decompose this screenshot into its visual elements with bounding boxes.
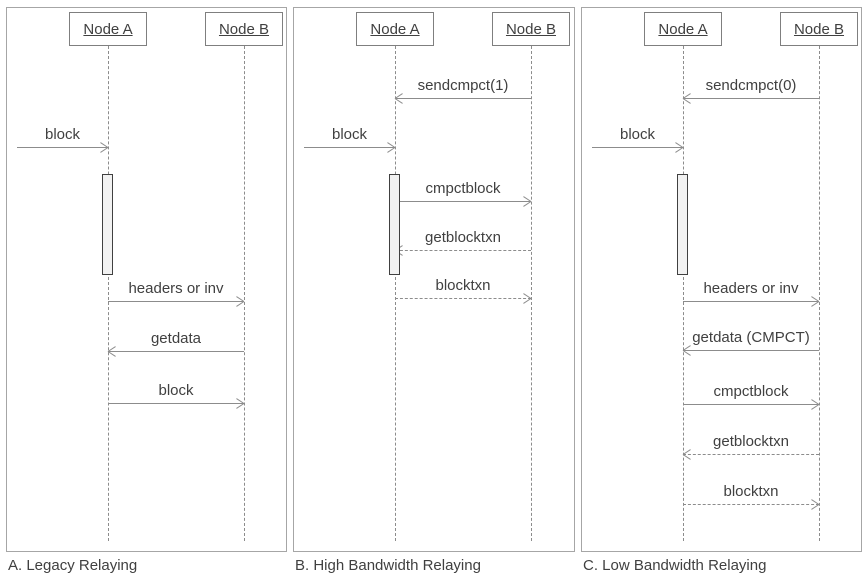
sequence-panels-row: Node A Node B block headers or inv getdata bl… [6,7,867,574]
sequence-panel-high-bandwidth: Node A Node B sendcmpct(1) block cmpctblock g… [293,7,575,552]
message-line [395,98,531,99]
message-line [683,350,819,351]
panel-wrap-legacy: Node A Node B block headers or inv getdata bl… [6,7,287,574]
message-line [592,147,683,148]
message-label: getblocktxn [425,229,501,246]
message-line [395,298,531,299]
message-line [108,403,244,404]
sequence-panel-legacy: Node A Node B block headers or inv getdata bl… [6,7,287,552]
activation-bar [677,174,688,275]
message-label: sendcmpct(0) [705,77,797,94]
activation-bar [389,174,400,275]
message-line [683,504,819,505]
message-line [304,147,395,148]
panel-wrap-high-bandwidth: Node A Node B sendcmpct(1) block cmpctblock g… [293,7,575,574]
message-line [108,301,244,302]
actor-label: Node A [658,20,708,38]
lifeline-node-a [395,46,396,541]
actor-label: Node A [83,20,133,38]
message-label: cmpctblock [713,383,789,400]
message-label: blocktxn [723,483,779,500]
actor-label: Node B [505,20,557,38]
actor-box-node-b: Node B [780,12,858,46]
message-label: block [44,126,81,143]
sequence-panel-low-bandwidth: Node A Node B sendcmpct(0) block headers or … [581,7,862,552]
message-line [683,98,819,99]
actor-label: Node B [218,20,270,38]
lifeline-node-b [244,46,245,541]
actor-box-node-a: Node A [69,12,147,46]
message-label: block [331,126,368,143]
panel-wrap-low-bandwidth: Node A Node B sendcmpct(0) block headers or … [581,7,862,574]
actor-box-node-b: Node B [492,12,570,46]
message-line [683,404,819,405]
lifeline-node-a [108,46,109,541]
actor-label: Node B [793,20,845,38]
message-line [395,250,531,251]
message-label: sendcmpct(1) [417,77,509,94]
message-label: blocktxn [435,277,491,294]
message-label: headers or inv [703,280,799,297]
actor-box-node-a: Node A [644,12,722,46]
message-line [395,201,531,202]
actor-box-node-a: Node A [356,12,434,46]
message-line [17,147,108,148]
message-line [108,351,244,352]
actor-label: Node A [370,20,420,38]
lifeline-node-b [531,46,532,541]
message-label: block [619,126,656,143]
message-label: getblocktxn [713,433,789,450]
activation-bar [102,174,113,275]
panel-caption-legacy: A. Legacy Relaying [8,557,138,574]
lifeline-node-a [683,46,684,541]
message-label: block [158,382,194,399]
lifeline-node-b [819,46,820,541]
message-label: getdata [150,330,202,347]
message-line [683,301,819,302]
panel-caption-low-bandwidth: C. Low Bandwidth Relaying [583,557,767,574]
panel-caption-high-bandwidth: B. High Bandwidth Relaying [295,557,481,574]
message-line [683,454,819,455]
actor-box-node-b: Node B [205,12,283,46]
message-label: headers or inv [128,280,224,297]
message-label: cmpctblock [425,180,501,197]
message-label: getdata (CMPCT) [692,329,810,346]
